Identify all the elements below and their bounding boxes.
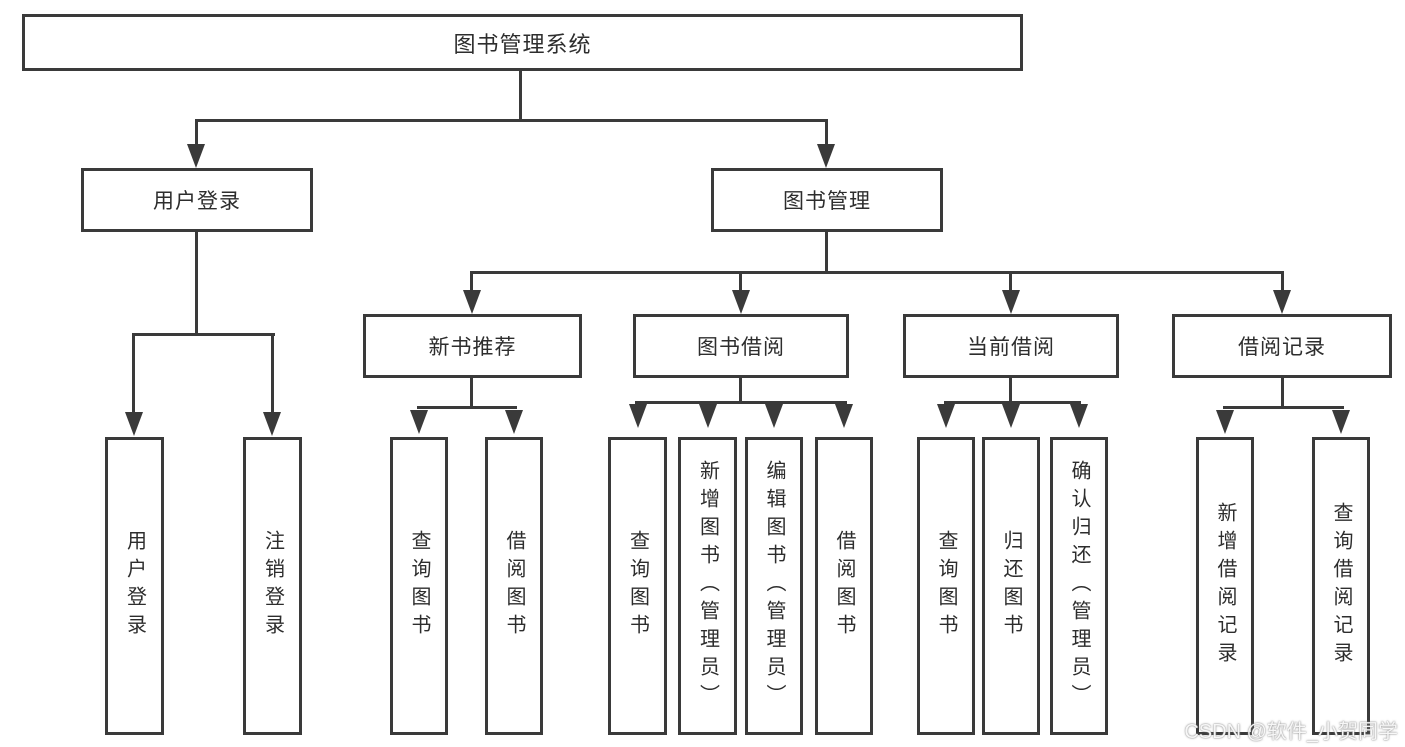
node-borrow-records: 借阅记录 <box>1172 314 1392 378</box>
arrow-down-icon <box>1216 410 1234 434</box>
connector-line <box>132 333 135 413</box>
node-book-borrow: 图书借阅 <box>633 314 849 378</box>
connector-line <box>1281 378 1284 409</box>
connector-line <box>1009 378 1012 403</box>
node-book-management-label: 图书管理 <box>783 190 871 213</box>
connector-line <box>519 70 522 120</box>
node-book-management: 图书管理 <box>711 168 943 232</box>
arrow-down-icon <box>463 290 481 314</box>
leaf-logout-label: 注销登录 <box>261 530 284 642</box>
connector-line <box>1281 271 1284 292</box>
connector-line <box>195 119 828 122</box>
leaf-add-borrow-record: 新增借阅记录 <box>1196 437 1254 735</box>
leaf-recommend-borrow-books: 借阅图书 <box>485 437 543 735</box>
leaf-user-login-label: 用户登录 <box>123 530 146 642</box>
node-current-borrow-label: 当前借阅 <box>967 336 1055 359</box>
arrow-down-icon <box>835 404 853 428</box>
arrow-down-icon <box>125 412 143 436</box>
connector-line <box>635 401 847 404</box>
connector-line <box>417 406 517 409</box>
node-current-borrow: 当前借阅 <box>903 314 1119 378</box>
leaf-recommend-query-books: 查询图书 <box>390 437 448 735</box>
leaf-add-books-admin: 新增图书（管理员） <box>678 437 737 735</box>
node-root-label: 图书管理系统 <box>453 31 592 57</box>
leaf-query-borrow-record-label: 查询借阅记录 <box>1330 502 1352 670</box>
arrow-down-icon <box>1002 290 1020 314</box>
arrow-down-icon <box>505 410 523 434</box>
arrow-down-icon <box>263 412 281 436</box>
leaf-recommend-borrow-books-label: 借阅图书 <box>503 530 525 642</box>
csdn-watermark: CSDN @软件_小贺同学 <box>1184 721 1398 743</box>
node-user-login: 用户登录 <box>81 168 313 232</box>
leaf-return-books-label: 归还图书 <box>1000 530 1022 642</box>
leaf-query-borrow-record: 查询借阅记录 <box>1312 437 1370 735</box>
node-new-book-recommend: 新书推荐 <box>363 314 582 378</box>
connector-line <box>195 119 198 147</box>
leaf-logout: 注销登录 <box>243 437 302 735</box>
leaf-user-login: 用户登录 <box>105 437 164 735</box>
connector-line <box>739 378 742 403</box>
leaf-recommend-query-books-label: 查询图书 <box>408 530 430 642</box>
connector-line <box>825 232 828 274</box>
leaf-current-query-books: 查询图书 <box>917 437 975 735</box>
connector-line <box>132 333 275 336</box>
leaf-edit-books-admin: 编辑图书（管理员） <box>745 437 803 735</box>
arrow-down-icon <box>410 410 428 434</box>
arrow-down-icon <box>1070 404 1088 428</box>
arrow-down-icon <box>732 290 750 314</box>
leaf-current-query-books-label: 查询图书 <box>935 530 957 642</box>
connector-line <box>739 271 742 292</box>
arrow-down-icon <box>699 404 717 428</box>
node-book-borrow-label: 图书借阅 <box>697 336 785 359</box>
arrow-down-icon <box>1002 404 1020 428</box>
leaf-confirm-return-admin-label: 确认归还（管理员） <box>1068 460 1090 712</box>
connector-line <box>1009 271 1012 292</box>
arrow-down-icon <box>1273 290 1291 314</box>
leaf-borrow-query-books: 查询图书 <box>608 437 667 735</box>
arrow-down-icon <box>937 404 955 428</box>
arrow-down-icon <box>1332 410 1350 434</box>
arrow-down-icon <box>629 404 647 428</box>
leaf-return-books: 归还图书 <box>982 437 1040 735</box>
connector-line <box>470 271 1284 274</box>
node-borrow-records-label: 借阅记录 <box>1238 336 1326 359</box>
connector-line <box>1223 406 1344 409</box>
connector-line <box>271 333 274 413</box>
connector-line <box>825 119 828 147</box>
connector-line <box>470 378 473 409</box>
leaf-borrow-query-books-label: 查询图书 <box>626 530 649 642</box>
leaf-borrow-books-label: 借阅图书 <box>833 530 855 642</box>
node-root: 图书管理系统 <box>22 14 1023 71</box>
leaf-add-books-admin-label: 新增图书（管理员） <box>696 460 719 712</box>
arrow-down-icon <box>817 144 835 168</box>
leaf-borrow-books: 借阅图书 <box>815 437 873 735</box>
leaf-confirm-return-admin: 确认归还（管理员） <box>1050 437 1108 735</box>
node-user-login-label: 用户登录 <box>153 190 241 213</box>
leaf-edit-books-admin-label: 编辑图书（管理员） <box>763 460 785 712</box>
arrow-down-icon <box>765 404 783 428</box>
connector-line <box>470 271 473 292</box>
connector-line <box>944 401 1081 404</box>
connector-line <box>195 232 198 336</box>
node-new-book-recommend-label: 新书推荐 <box>428 336 517 359</box>
arrow-down-icon <box>187 144 205 168</box>
leaf-add-borrow-record-label: 新增借阅记录 <box>1214 502 1236 670</box>
